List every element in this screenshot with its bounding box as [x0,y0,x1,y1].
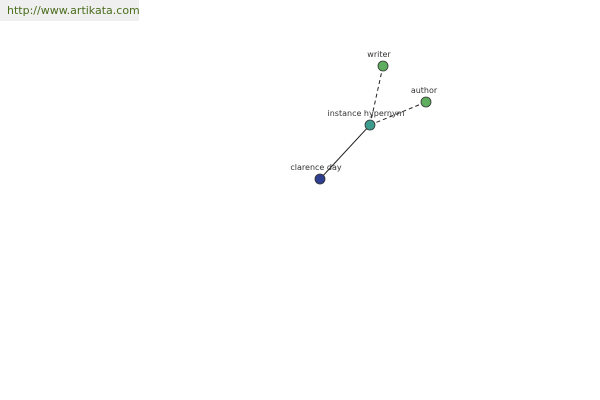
edge-instance-hypernym-to-author [369,101,427,126]
node-writer[interactable]: writer [367,50,391,72]
edge-layer [319,65,427,180]
node-label-clarence-day: clarence day [290,163,341,172]
site-url-link[interactable]: http://www.artikata.com [0,0,139,21]
node-label-author: author [411,86,438,95]
node-dot-instance-hypernym[interactable] [364,119,376,131]
edge-clarence-day-to-instance-hypernym [319,124,371,180]
node-dot-clarence-day[interactable] [314,173,326,185]
edge-instance-hypernym-to-writer [369,65,384,126]
node-dot-author[interactable] [420,96,432,108]
node-layer: writer author instance hypernym clarence da… [290,50,438,185]
node-clarence-day[interactable]: clarence day [290,163,342,185]
node-label-writer: writer [367,50,391,59]
node-dot-writer[interactable] [377,60,389,72]
node-author[interactable]: author [411,86,438,108]
node-label-instance-hypernym: instance hypernym [328,109,405,118]
node-instance-hypernym[interactable]: instance hypernym [328,109,405,131]
